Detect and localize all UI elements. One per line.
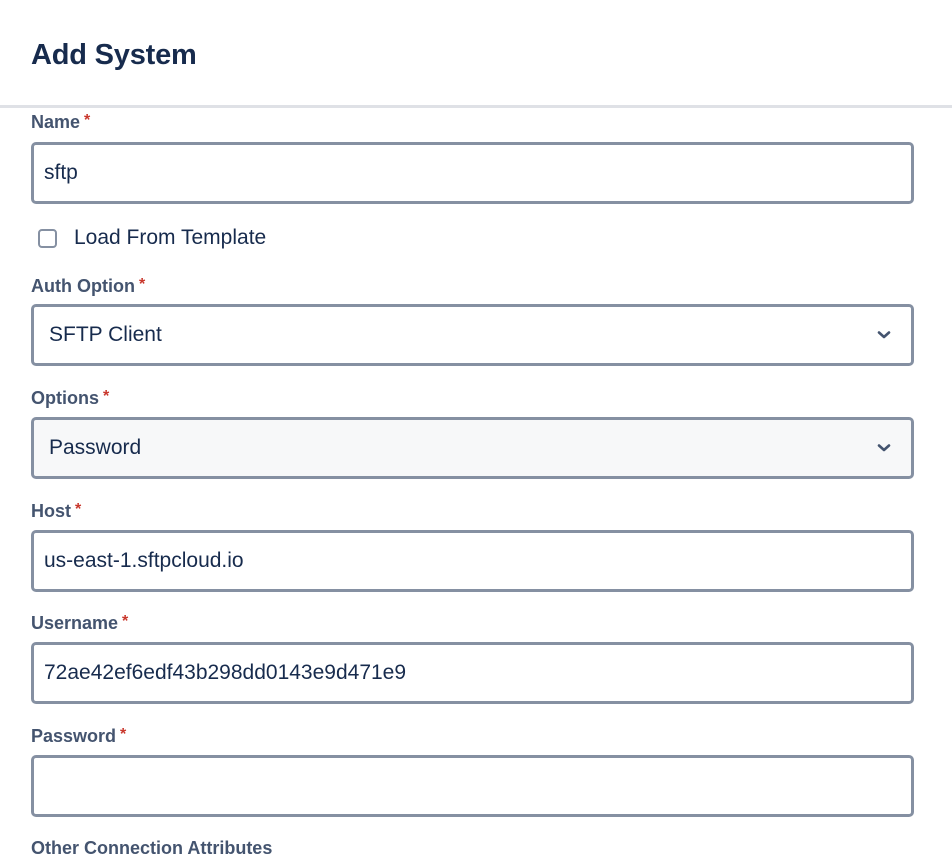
username-input[interactable]: 72ae42ef6edf43b298dd0143e9d471e9 (31, 642, 914, 704)
options-select[interactable]: Password (31, 417, 914, 479)
page-title: Add System (31, 39, 197, 71)
host-label: Host* (31, 499, 81, 525)
modal-header: Add System (0, 0, 952, 108)
required-marker: * (122, 613, 129, 630)
password-label-text: Password (31, 726, 117, 746)
auth-option-label-text: Auth Option (31, 276, 135, 296)
auth-option-select[interactable]: SFTP Client (31, 304, 914, 366)
auth-option-label: Auth Option* (31, 274, 145, 300)
host-label-text: Host (31, 501, 71, 521)
load-from-template-label[interactable]: Load From Template (74, 226, 267, 249)
password-label: Password* (31, 724, 126, 750)
username-label: Username* (31, 611, 128, 637)
other-connection-attributes-label: Other Connection Attributes (31, 838, 273, 858)
name-label-text: Name (31, 112, 81, 132)
chevron-down-icon (877, 444, 891, 452)
load-from-template-row[interactable]: Load From Template (38, 225, 266, 251)
chevron-down-icon (877, 331, 891, 339)
required-marker: * (103, 388, 110, 405)
options-label: Options* (31, 386, 109, 412)
username-label-text: Username (31, 613, 119, 633)
password-input[interactable] (31, 755, 914, 817)
required-marker: * (120, 726, 127, 743)
options-label-text: Options (31, 388, 99, 408)
required-marker: * (138, 276, 146, 293)
options-selected-value: Password (49, 436, 142, 459)
required-marker: * (84, 112, 91, 129)
host-input-value: us-east-1.sftpcloud.io (44, 549, 244, 572)
name-input[interactable]: sftp (31, 142, 914, 204)
name-input-value: sftp (44, 161, 78, 184)
auth-option-selected-value: SFTP Client (49, 323, 162, 346)
load-from-template-checkbox[interactable] (38, 228, 57, 248)
required-marker: * (75, 501, 82, 518)
name-label: Name* (31, 110, 90, 136)
username-input-value: 72ae42ef6edf43b298dd0143e9d471e9 (44, 661, 407, 684)
host-input[interactable]: us-east-1.sftpcloud.io (31, 530, 914, 592)
